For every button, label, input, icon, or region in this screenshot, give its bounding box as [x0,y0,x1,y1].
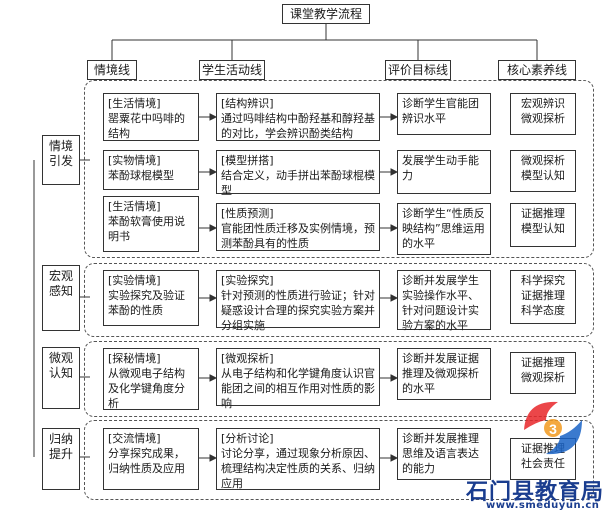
stage-label-1: 情境引发 [42,135,80,185]
evaluation-cell-4: 诊断并发展学生实验操作水平、针对问题设计实验方案的水平 [397,270,491,332]
context-cell-3: [生活情境] 苯酚软膏使用说明书 [103,196,199,252]
activity-cell-2: [模型拼搭] 结合定义，动手拼出苯酚球棍模型 [216,150,380,197]
diagram-title: 课堂教学流程 [282,4,370,24]
watermark-url: www.smeduyun.cn [486,500,600,511]
activity-cell-6: [分析讨论] 讨论分享，通过现象分析原因、梳理结构决定性质的关系、归纳应用 [216,428,380,490]
stage-label-line: 宏观 [48,269,73,283]
literacy-cell-1: 宏观辨识 微观探析 [510,93,576,135]
activity-cell-4: [实验探究] 针对预测的性质进行验证；针对疑惑设计合理的探究实验方案并分组实施 [216,270,380,332]
stage-label-line: 微观 [48,351,73,365]
activity-cell-1: [结构辨识] 通过吗啡结构中酚羟基和醇羟基的对比，学会辨识酚类结构 [216,93,380,141]
column-header-literacy: 核心素养线 [498,60,576,80]
stage-label-line: 提升 [48,447,73,461]
context-cell-1: [生活情境] 罂粟花中吗啡的结构 [103,93,199,141]
group-outline-stage-2 [84,263,594,337]
group-outline-stage-4 [84,420,594,500]
column-header-activity: 学生活动线 [199,60,265,80]
watermark-text: 石门县教育局 [466,479,605,504]
column-header-evaluation: 评价目标线 [385,60,451,80]
stage-label-4: 归纳提升 [42,428,80,490]
evaluation-cell-1: 诊断学生官能团辨识水平 [397,93,491,135]
context-cell-2: [实物情境] 苯酚球棍模型 [103,150,199,190]
smeduyun-logo-icon: 3 [524,401,582,455]
stage-label-3: 微观认知 [42,347,80,409]
group-outline-stage-1 [84,80,594,258]
literacy-cell-5: 证据推理 微观探析 [510,352,576,394]
evaluation-cell-5: 诊断并发展证据推理及微观探析的水平 [397,348,491,400]
svg-text:3: 3 [549,421,557,437]
context-cell-4: [实验情境] 实验探究及验证苯酚的性质 [103,270,199,326]
stage-label-line: 情境 [48,139,73,153]
group-outline-stage-3 [84,341,594,417]
stage-label-2: 宏观感知 [42,265,80,331]
column-header-context: 情境线 [87,60,137,80]
stage-label-line: 归纳 [48,432,73,446]
activity-cell-5: [微观探析] 从电子结构和化学键角度认识官能团之间的相互作用对性质的影响 [216,348,380,410]
literacy-cell-4: 科学探究 证据推理 科学态度 [510,270,576,324]
activity-cell-3: [性质预测] 官能团性质迁移及实例情境，预测苯酚具有的性质 [216,203,380,251]
stage-label-line: 引发 [48,154,73,168]
stage-label-line: 认知 [48,366,73,380]
evaluation-cell-6: 诊断并发展推理思维及语言表达的能力 [397,428,491,480]
stage-label-line: 感知 [48,284,73,298]
literacy-cell-3: 证据推理 模型认知 [510,203,576,247]
context-cell-5: [探秘情境] 从微观电子结构及化学键角度分析 [103,348,199,410]
literacy-cell-2: 微观探析 模型认知 [510,150,576,192]
evaluation-cell-3: 诊断学生“性质反映结构”思维运用的水平 [397,203,491,255]
context-cell-6: [交流情境] 分享探究成果，归纳性质及应用 [103,428,199,490]
evaluation-cell-2: 发展学生动手能力 [397,150,491,194]
